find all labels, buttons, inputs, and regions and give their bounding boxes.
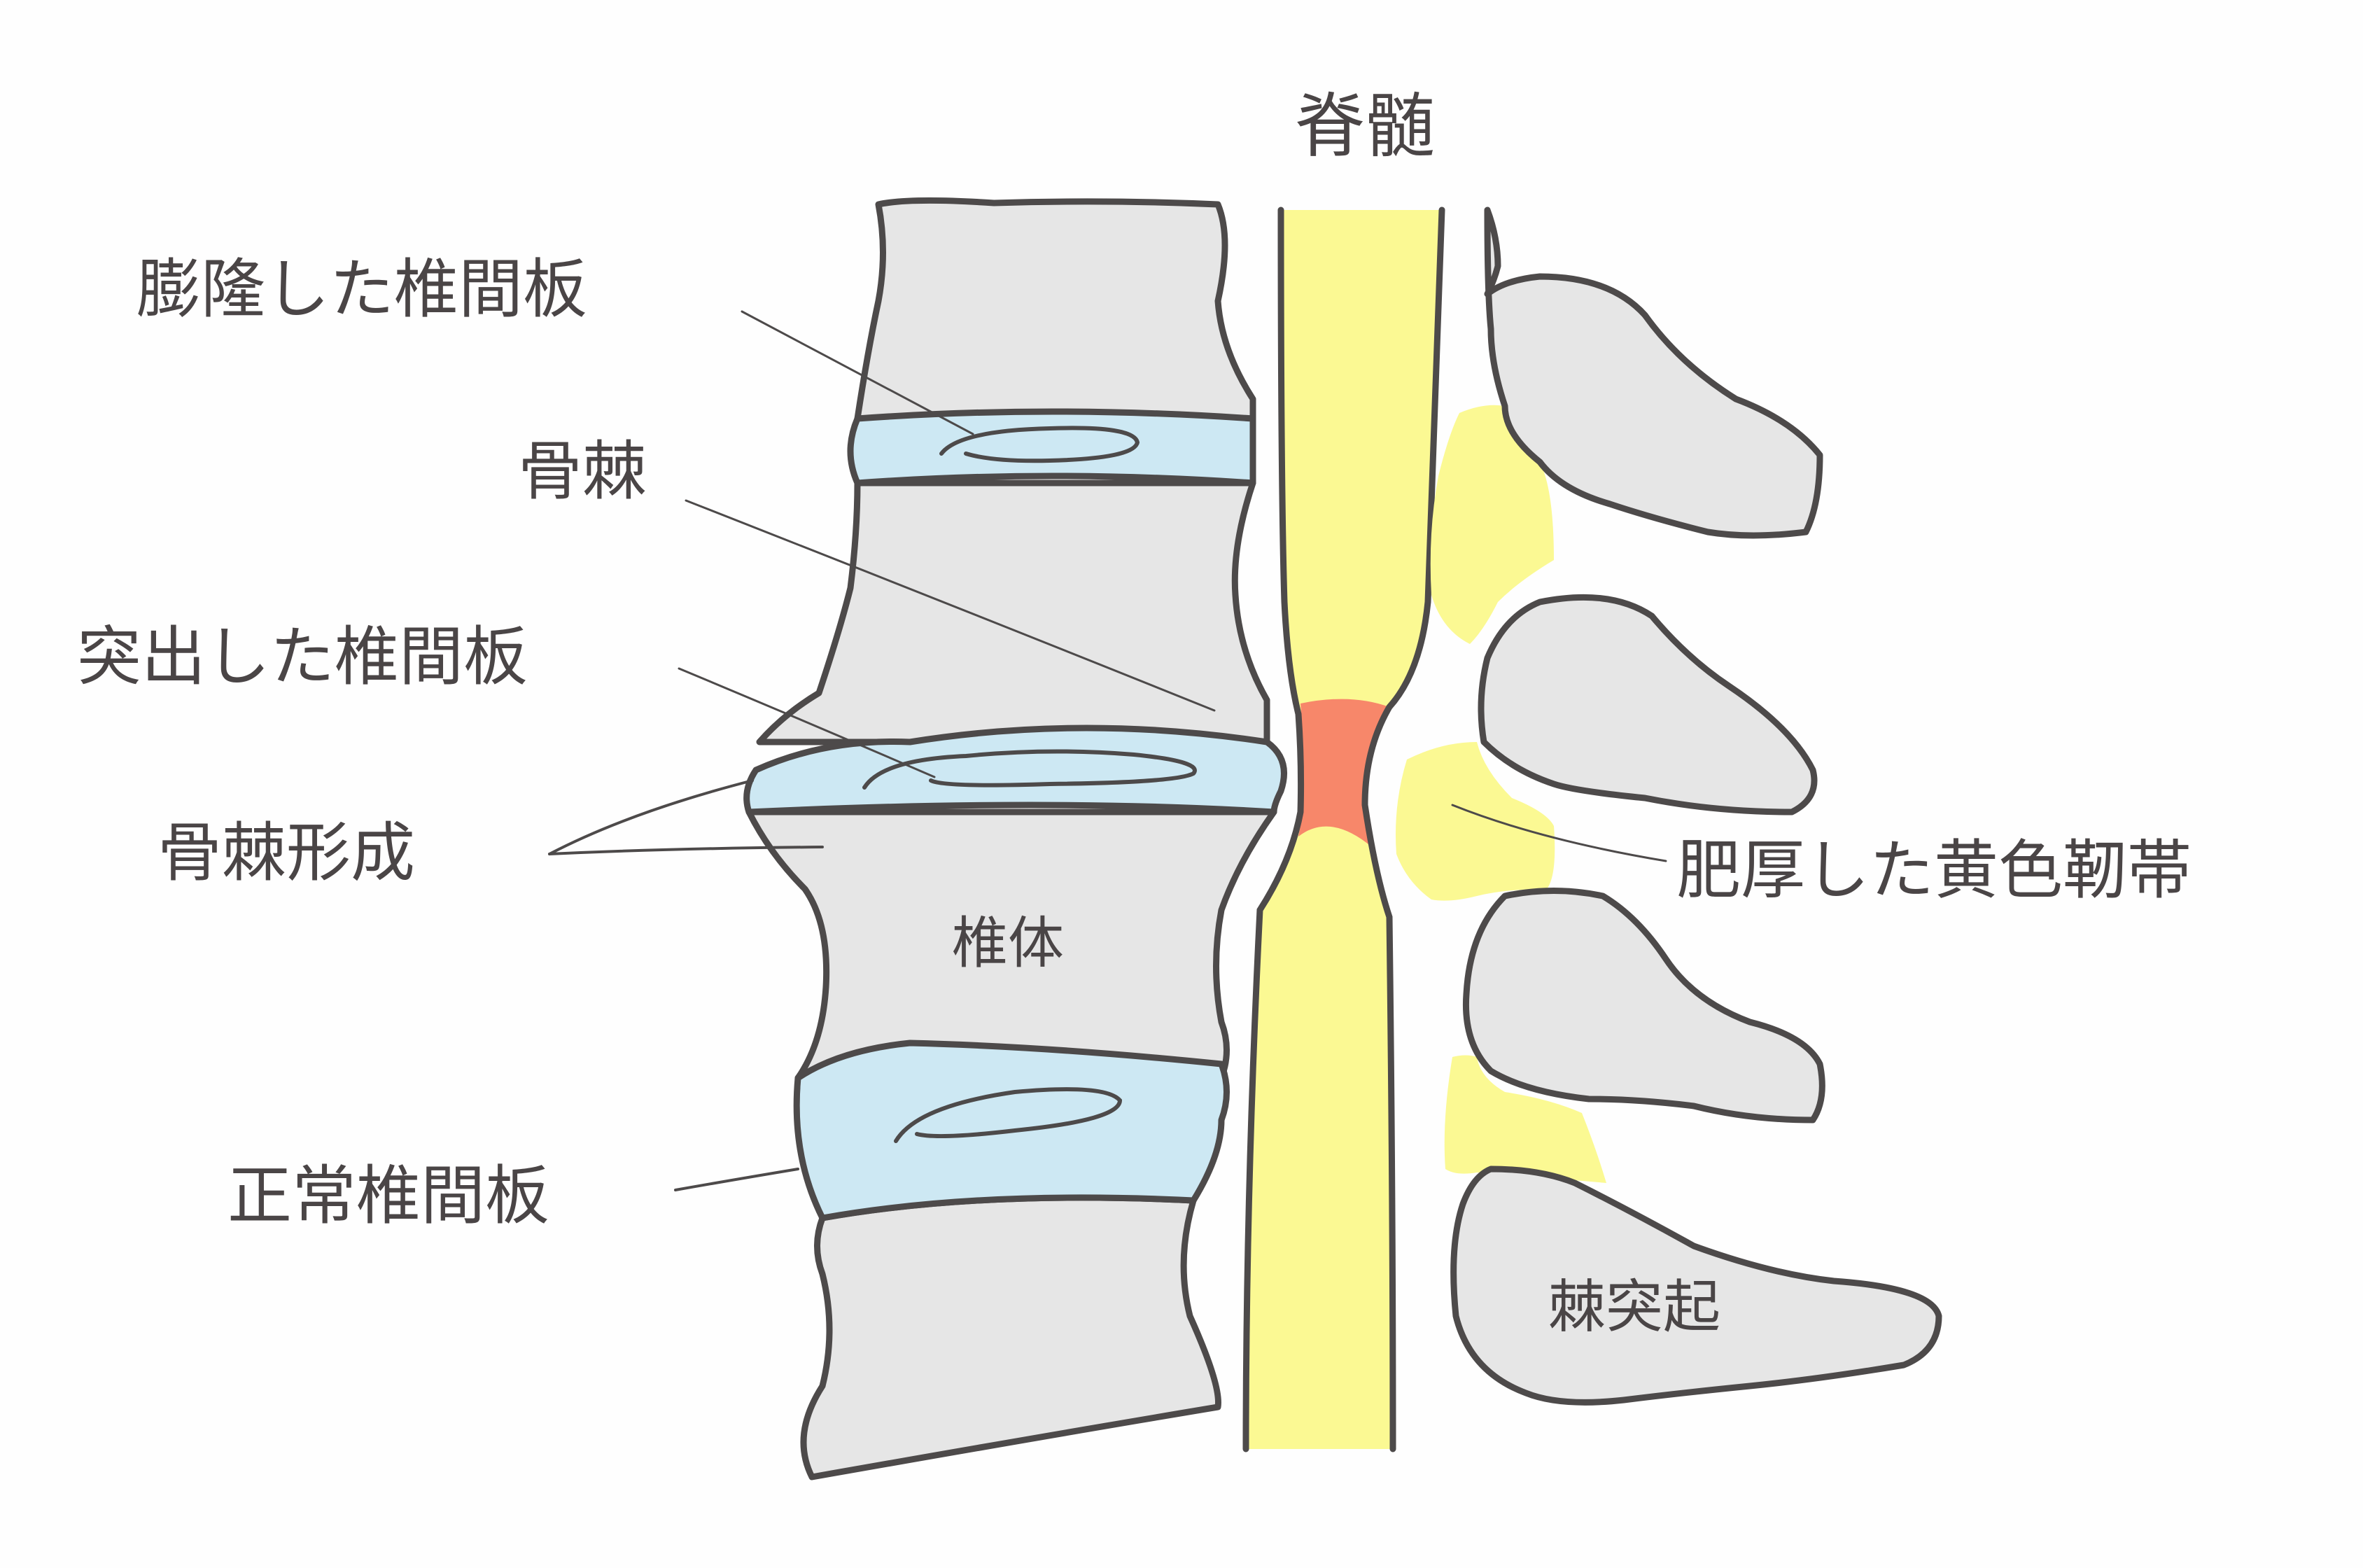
bulging-disc-nucleus (939, 426, 1140, 463)
leader-ligamentum-flavum (1451, 804, 1667, 862)
leader-protruded-disc (678, 667, 936, 778)
compression-zone (1298, 699, 1389, 847)
label-protruded-disc: 突出した椎間板 (77, 620, 528, 694)
ligament-lower (1444, 1055, 1606, 1183)
posterior-arch-3 (1462, 888, 1825, 1124)
leader-lines (548, 310, 1667, 1191)
labels: 脊髄 膨隆した椎間板 骨棘 突出した椎間板 骨棘形成 椎体 正常椎間板 肥厚した… (77, 85, 2192, 1340)
posterior-arch-top (1484, 206, 1823, 539)
ligament-upper (1430, 405, 1554, 644)
spinal-cord-anterior-edge (1242, 206, 1305, 1452)
leader-normal-disc (674, 1168, 799, 1191)
label-osteophyte-formation: 骨棘形成 (157, 816, 415, 890)
vertebral-column (745, 197, 1277, 1480)
spinal-cord-posterior-edge (1361, 206, 1445, 1452)
leader-osteophyte-upper (548, 779, 754, 855)
ligament-thickened (1396, 742, 1555, 901)
posterior-arch-2 (1478, 594, 1818, 816)
label-vertebral-body: 椎体 (952, 911, 1064, 976)
label-bone-spur: 骨棘 (518, 434, 647, 509)
bulging-disc (847, 408, 1256, 486)
protruded-disc (743, 724, 1287, 816)
label-thickened-ligamentum-flavum: 肥厚した黄色靭帯 (1676, 833, 2192, 908)
vertebral-body-1 (854, 197, 1256, 422)
label-normal-disc: 正常椎間板 (227, 1158, 549, 1233)
vertebral-body-2 (756, 479, 1270, 746)
label-spinous-process: 棘突起 (1548, 1274, 1720, 1340)
label-spinal-cord: 脊髄 (1295, 85, 1435, 167)
normal-disc-nucleus (894, 1087, 1123, 1143)
spinous-process (1450, 1166, 1942, 1406)
intervertebral-discs (743, 408, 1287, 1222)
ligamentum-flavum (1396, 405, 1606, 1183)
leader-osteophyte-lower (548, 846, 824, 855)
posterior-elements (1450, 206, 1942, 1406)
leader-bone-spur (685, 499, 1216, 712)
label-bulging-disc: 膨隆した椎間板 (136, 252, 587, 327)
spinal-cord (1242, 206, 1445, 1452)
protruded-disc-nucleus (862, 749, 1197, 790)
leader-bulging-disc (741, 310, 974, 435)
vertebral-body-4 (800, 1194, 1221, 1480)
